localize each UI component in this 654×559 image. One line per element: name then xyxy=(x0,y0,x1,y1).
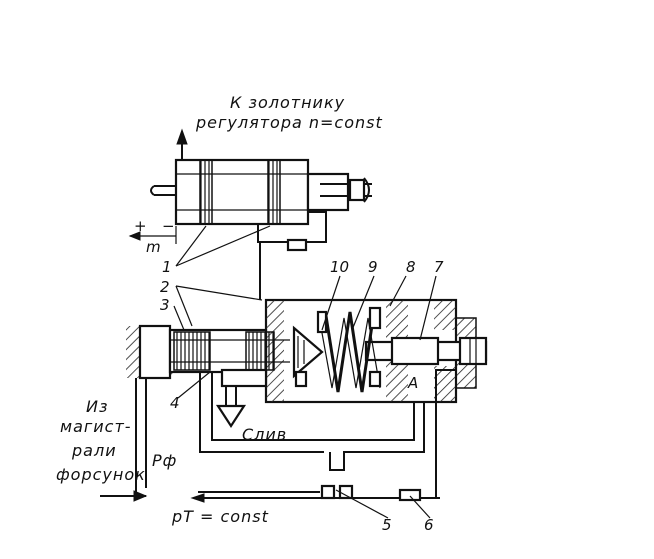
upper-cylinder xyxy=(150,128,372,252)
springs xyxy=(294,306,382,393)
label-10: 10 xyxy=(330,258,349,276)
label-from-2: магист- xyxy=(60,417,132,436)
label-8: 8 xyxy=(406,258,416,276)
label-minus: − xyxy=(162,217,175,235)
label-from-3: рали xyxy=(71,441,117,460)
label-p-phi: Рф xyxy=(152,451,177,470)
label-7: 7 xyxy=(434,258,444,276)
label-from-1: Из xyxy=(86,397,108,416)
label-1: 1 xyxy=(162,258,172,276)
label-4: 4 xyxy=(170,394,180,412)
caption-to-spool-2: регулятора n=const xyxy=(195,113,383,132)
label-from-4: форсунок xyxy=(56,465,146,484)
leader-lines xyxy=(173,225,437,519)
label-5: 5 xyxy=(382,516,392,534)
label-9: 9 xyxy=(368,258,378,276)
pipes xyxy=(100,242,456,503)
displacement-indicator: + − m xyxy=(128,217,177,256)
label-p-t: pT = const xyxy=(171,507,269,526)
label-chamber-a: A xyxy=(407,374,418,392)
label-3: 3 xyxy=(160,296,170,314)
caption-to-spool-1: К золотнику xyxy=(230,93,345,112)
label-2: 2 xyxy=(160,278,170,296)
label-6: 6 xyxy=(424,516,434,534)
label-plus: + xyxy=(134,217,147,235)
label-m: m xyxy=(146,238,161,256)
label-drain: Слив xyxy=(242,425,287,444)
